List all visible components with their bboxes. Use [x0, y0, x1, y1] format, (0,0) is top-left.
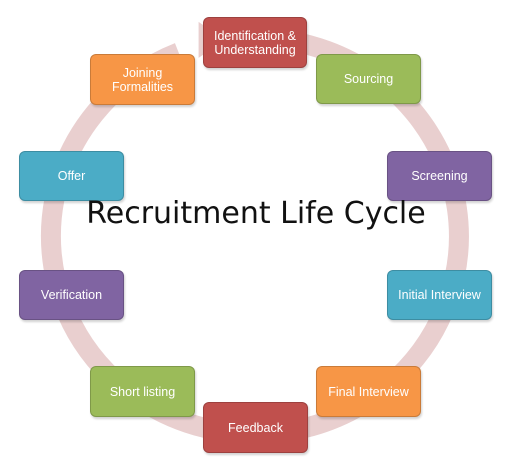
stage-initial-interview: Initial Interview — [387, 270, 492, 320]
diagram-title: Recruitment Life Cycle — [86, 196, 426, 231]
stage-short-listing: Short listing — [90, 366, 195, 417]
stage-joining-formalities: Joining Formalities — [90, 54, 195, 105]
stage-offer: Offer — [19, 151, 124, 201]
stage-feedback: Feedback — [203, 402, 308, 453]
stage-identification-understanding: Identification & Understanding — [203, 17, 307, 68]
stage-screening: Screening — [387, 151, 492, 201]
stage-final-interview: Final Interview — [316, 366, 421, 417]
stage-sourcing: Sourcing — [316, 54, 421, 104]
stage-verification: Verification — [19, 270, 124, 320]
